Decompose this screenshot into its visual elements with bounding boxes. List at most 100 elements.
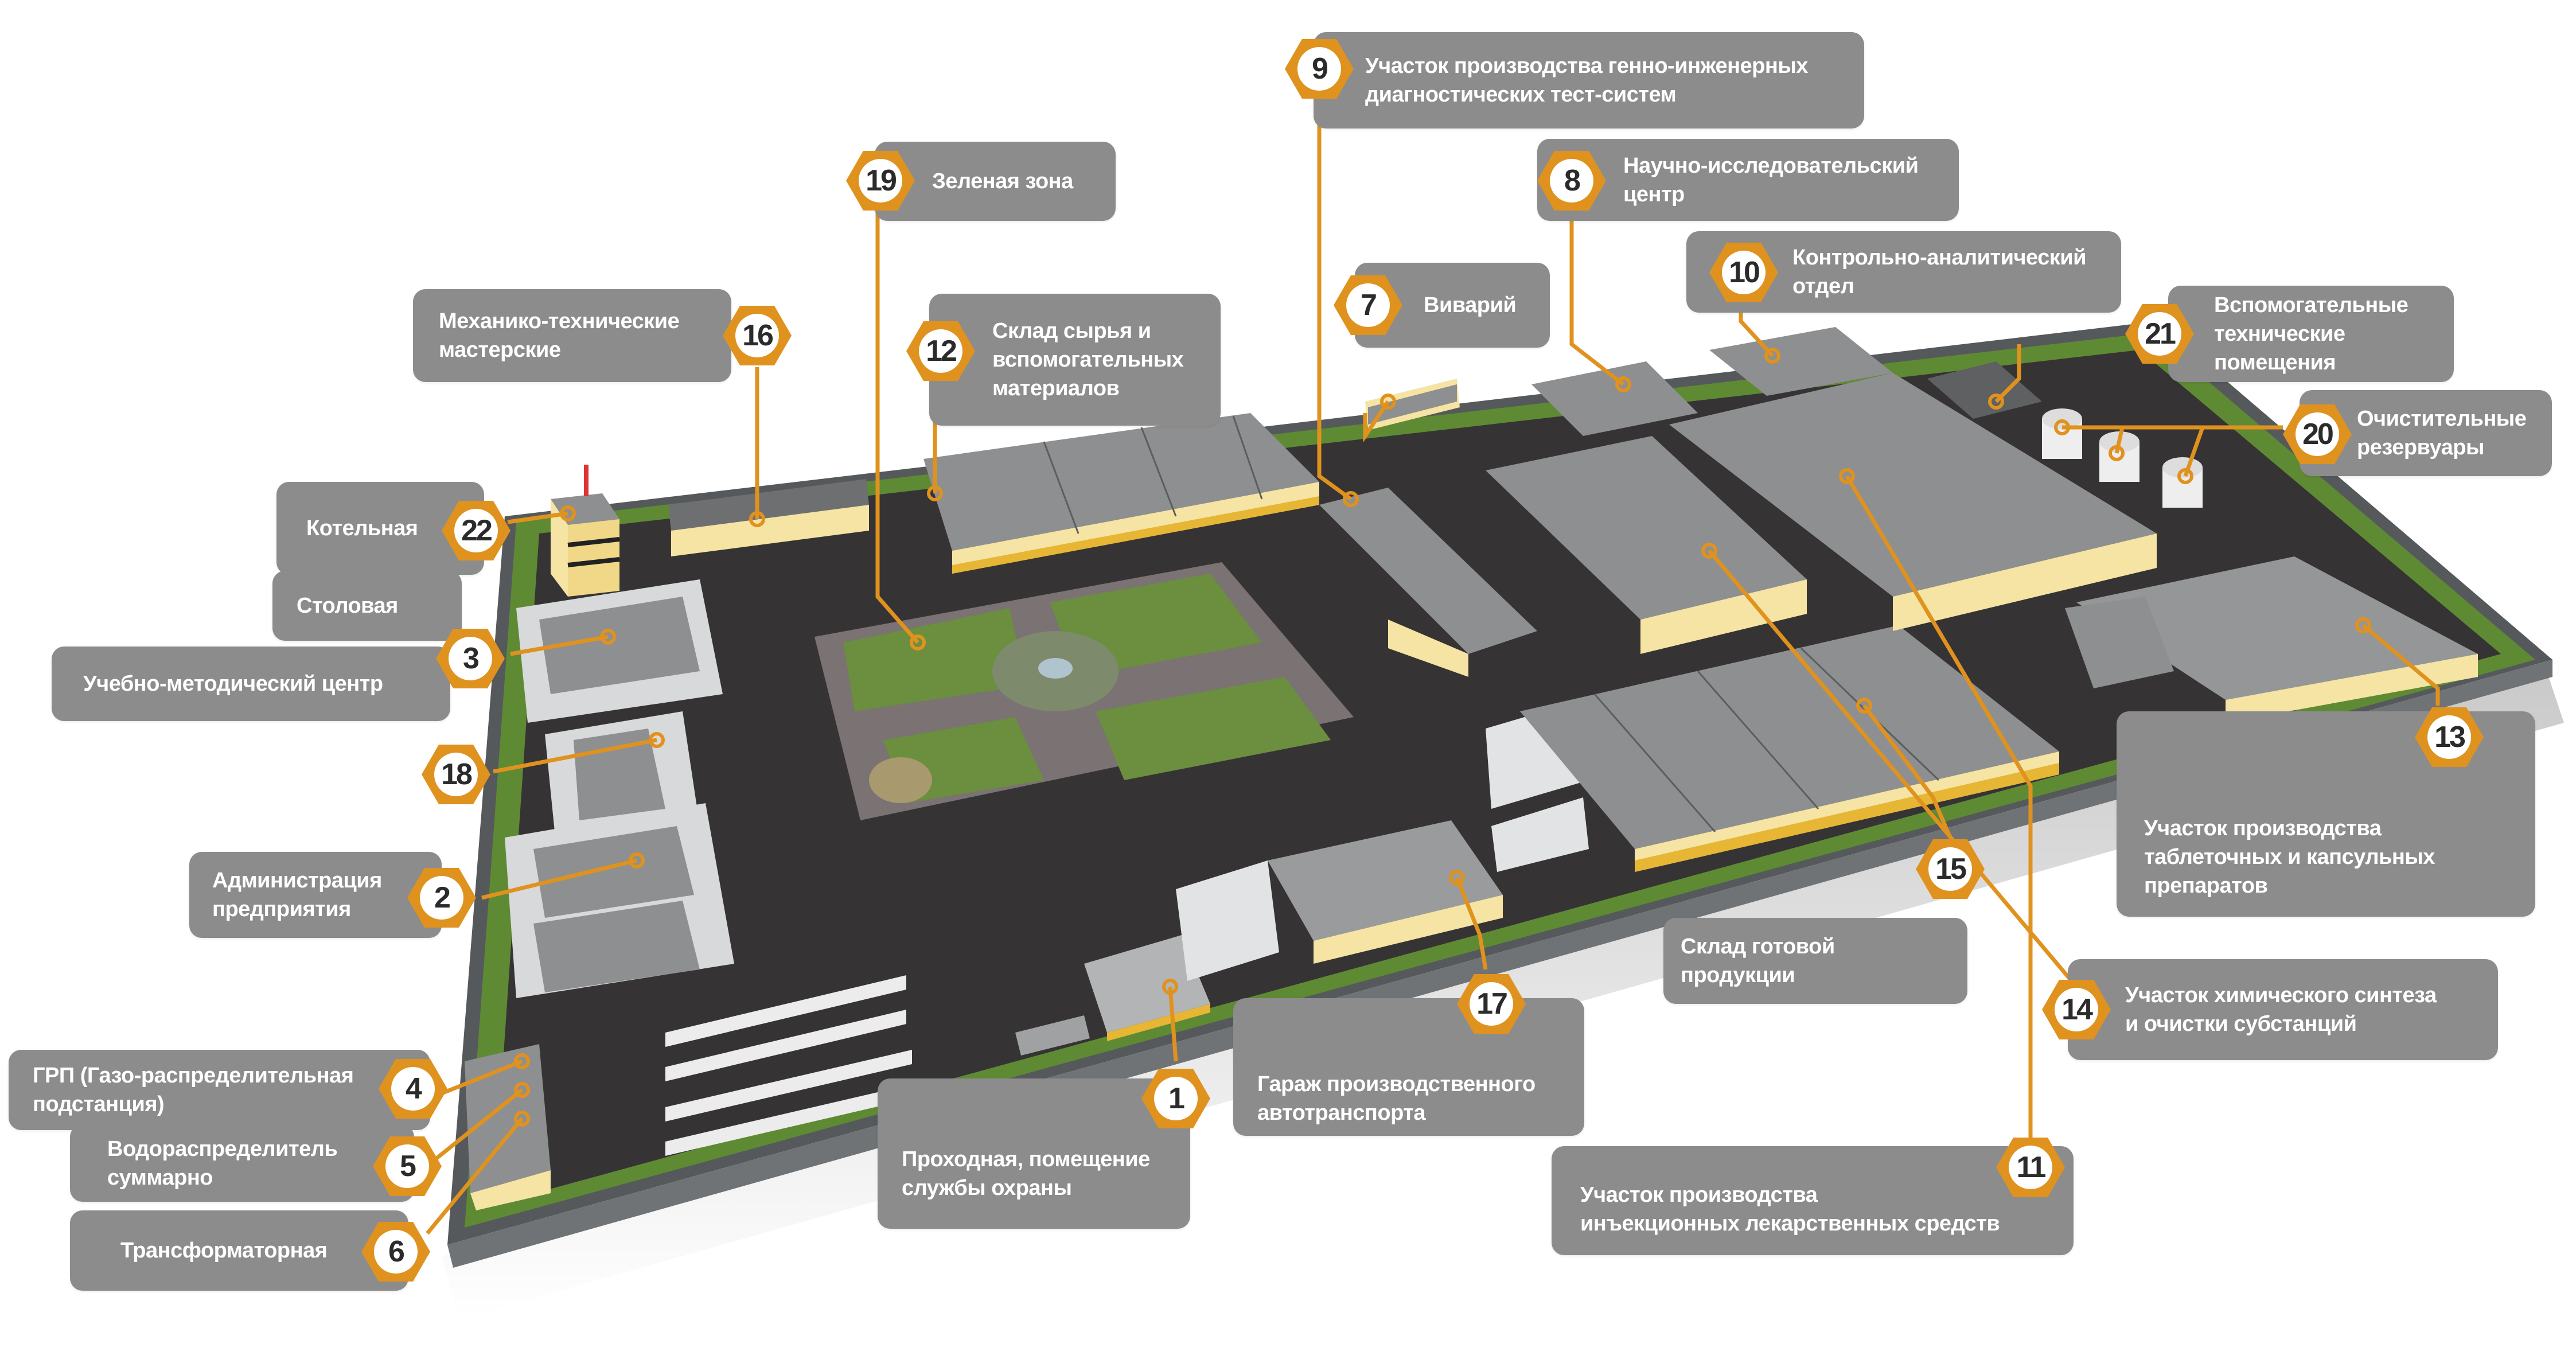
hexagon-icon xyxy=(1916,839,1985,899)
callout-label-19: Зеленая зона xyxy=(875,142,1116,221)
hexagon-icon xyxy=(2125,304,2194,364)
hexagon-icon xyxy=(373,1136,442,1196)
callout-number-badge-9: 9 xyxy=(1285,39,1354,99)
callout-text-16: Механико-технические мастерские xyxy=(439,309,680,362)
callout-number-badge-21: 21 xyxy=(2125,304,2194,364)
callout-number-badge-14: 14 xyxy=(2042,980,2111,1039)
hexagon-icon xyxy=(2042,980,2111,1039)
callout-number: 15 xyxy=(1935,852,1967,886)
hexagon-icon xyxy=(846,151,915,211)
callout-number-badge-22: 22 xyxy=(442,501,510,560)
callout-number-badge-5: 5 xyxy=(373,1136,442,1196)
callout-label-11: Участок производства инъекционных лекарс… xyxy=(1552,1146,2074,1255)
callout-text-1: Проходная, помещение службы охраны xyxy=(902,1147,1150,1200)
callout-number: 1 xyxy=(1168,1082,1185,1115)
hexagon-icon xyxy=(1141,1069,1210,1128)
callout-text-8: Научно-исследовательский центр xyxy=(1623,153,1919,207)
callout-text-7: Виварий xyxy=(1424,293,1517,317)
callout-number: 14 xyxy=(2061,993,2093,1026)
callout-text-2: Администрация предприятия xyxy=(212,869,382,921)
callout-label-1: Проходная, помещение службы охраны xyxy=(878,1078,1190,1229)
callout-text-13: Участок производства таблеточных и капсу… xyxy=(2144,816,2435,898)
hexagon-icon xyxy=(1457,974,1526,1034)
hexagon-icon xyxy=(906,321,975,381)
callout-label-12: Склад сырья и вспомогательных материалов xyxy=(929,294,1221,426)
callout-number: 2 xyxy=(434,881,451,914)
hexagon-icon xyxy=(1996,1138,2065,1197)
callout-number: 20 xyxy=(2302,418,2334,451)
callout-text-18: Учебно-методический центр xyxy=(83,672,383,696)
callout-number: 13 xyxy=(2434,721,2466,754)
building-9-diagnostics xyxy=(1319,488,1537,677)
callout-label-5: Водораспределитель суммарно xyxy=(70,1124,414,1202)
buildings-4-5-6-utilities xyxy=(465,1044,551,1210)
callout-number-badge-18: 18 xyxy=(422,745,490,804)
callout-label-17: Гараж производственного автотранспорта xyxy=(1233,998,1584,1136)
callout-number-badge-16: 16 xyxy=(723,306,792,365)
callout-number: 6 xyxy=(388,1235,405,1268)
building-3-canteen xyxy=(516,579,723,723)
green-zone-park xyxy=(815,562,1354,820)
building-10-qc-department xyxy=(1709,327,1893,396)
callout-text-15: Склад готовой продукции xyxy=(1681,934,1835,987)
callout-text-20: Очистительные резервуары xyxy=(2357,407,2527,459)
callout-label-3: Столовая xyxy=(272,571,462,641)
callout-label-16: Механико-технические мастерские xyxy=(413,289,731,382)
hexagon-icon xyxy=(361,1222,430,1282)
hexagon-icon xyxy=(1334,275,1402,335)
hexagon-icon xyxy=(442,501,510,560)
building-7-vivarium xyxy=(1365,379,1460,430)
callout-number: 10 xyxy=(1729,256,1760,289)
parking-lots xyxy=(665,975,912,1156)
callout-text-12: Склад сырья и вспомогательных материалов xyxy=(992,319,1184,400)
callout-text-19: Зеленая зона xyxy=(932,169,1073,193)
callout-text-9: Участок производства генно-инженерных ди… xyxy=(1365,54,1808,107)
callout-number-badge-2: 2 xyxy=(407,868,476,928)
callout-number-badge-15: 15 xyxy=(1916,839,1985,899)
callout-number: 8 xyxy=(1564,164,1581,197)
building-16-workshops xyxy=(668,479,869,556)
callout-number-badge-4: 4 xyxy=(379,1059,447,1119)
callout-number-badge-19: 19 xyxy=(846,151,915,211)
truck-rows xyxy=(1176,700,1589,981)
callout-label-6: Трансформаторная xyxy=(70,1210,408,1291)
callout-number-badge-10: 10 xyxy=(1709,243,1778,302)
hexagon-icon xyxy=(1709,243,1778,302)
hexagon-icon xyxy=(407,868,476,928)
hexagon-icon xyxy=(436,629,505,688)
building-2-administration xyxy=(505,803,734,998)
callout-text-10: Контрольно-аналитический отдел xyxy=(1792,246,2087,298)
callout-label-8: Научно-исследовательский центр xyxy=(1537,139,1959,221)
building-15-finished-goods-warehouse xyxy=(1520,625,2059,872)
leader-endpoints xyxy=(514,348,2371,1127)
callout-number: 17 xyxy=(1476,987,1508,1021)
callout-text-3: Столовая xyxy=(297,594,398,618)
hexagon-icon xyxy=(723,306,792,365)
callout-text-5: Водораспределитель суммарно xyxy=(107,1136,338,1190)
callout-number-badge-8: 8 xyxy=(1537,151,1606,211)
callout-number: 3 xyxy=(463,642,480,675)
callout-number-badge-17: 17 xyxy=(1457,974,1526,1034)
callout-number-badge-7: 7 xyxy=(1334,275,1402,335)
hexagon-icon xyxy=(2415,707,2484,767)
callout-number-badge-6: 6 xyxy=(361,1222,430,1282)
building-21-auxiliary xyxy=(1927,361,2042,419)
building-12-raw-materials-warehouse xyxy=(923,413,1319,574)
callout-text-6: Трансформаторная xyxy=(120,1239,328,1263)
callout-number-badge-11: 11 xyxy=(1996,1138,2065,1197)
callout-number: 21 xyxy=(2145,317,2176,351)
callout-text-17: Гараж производственного автотранспорта xyxy=(1257,1072,1536,1125)
callout-number: 19 xyxy=(866,164,897,197)
callout-text-21: Вспомогательные технические помещения xyxy=(2214,293,2409,375)
callout-number: 22 xyxy=(461,514,493,547)
callout-text-4: ГРП (Газо-распределительная подстанция) xyxy=(33,1064,354,1116)
callout-number: 11 xyxy=(2016,1151,2047,1184)
callout-label-2: Администрация предприятия xyxy=(189,852,442,938)
callout-number-badge-13: 13 xyxy=(2415,707,2484,767)
callout-label-18: Учебно-методический центр xyxy=(52,647,450,721)
callout-number: 18 xyxy=(441,758,473,791)
hexagon-icon xyxy=(1285,39,1354,99)
callout-number-badge-3: 3 xyxy=(436,629,505,688)
callout-label-14: Участок химического синтеза и очистки су… xyxy=(2068,959,2498,1060)
callout-label-15: Склад готовой продукции xyxy=(1663,918,1967,1004)
